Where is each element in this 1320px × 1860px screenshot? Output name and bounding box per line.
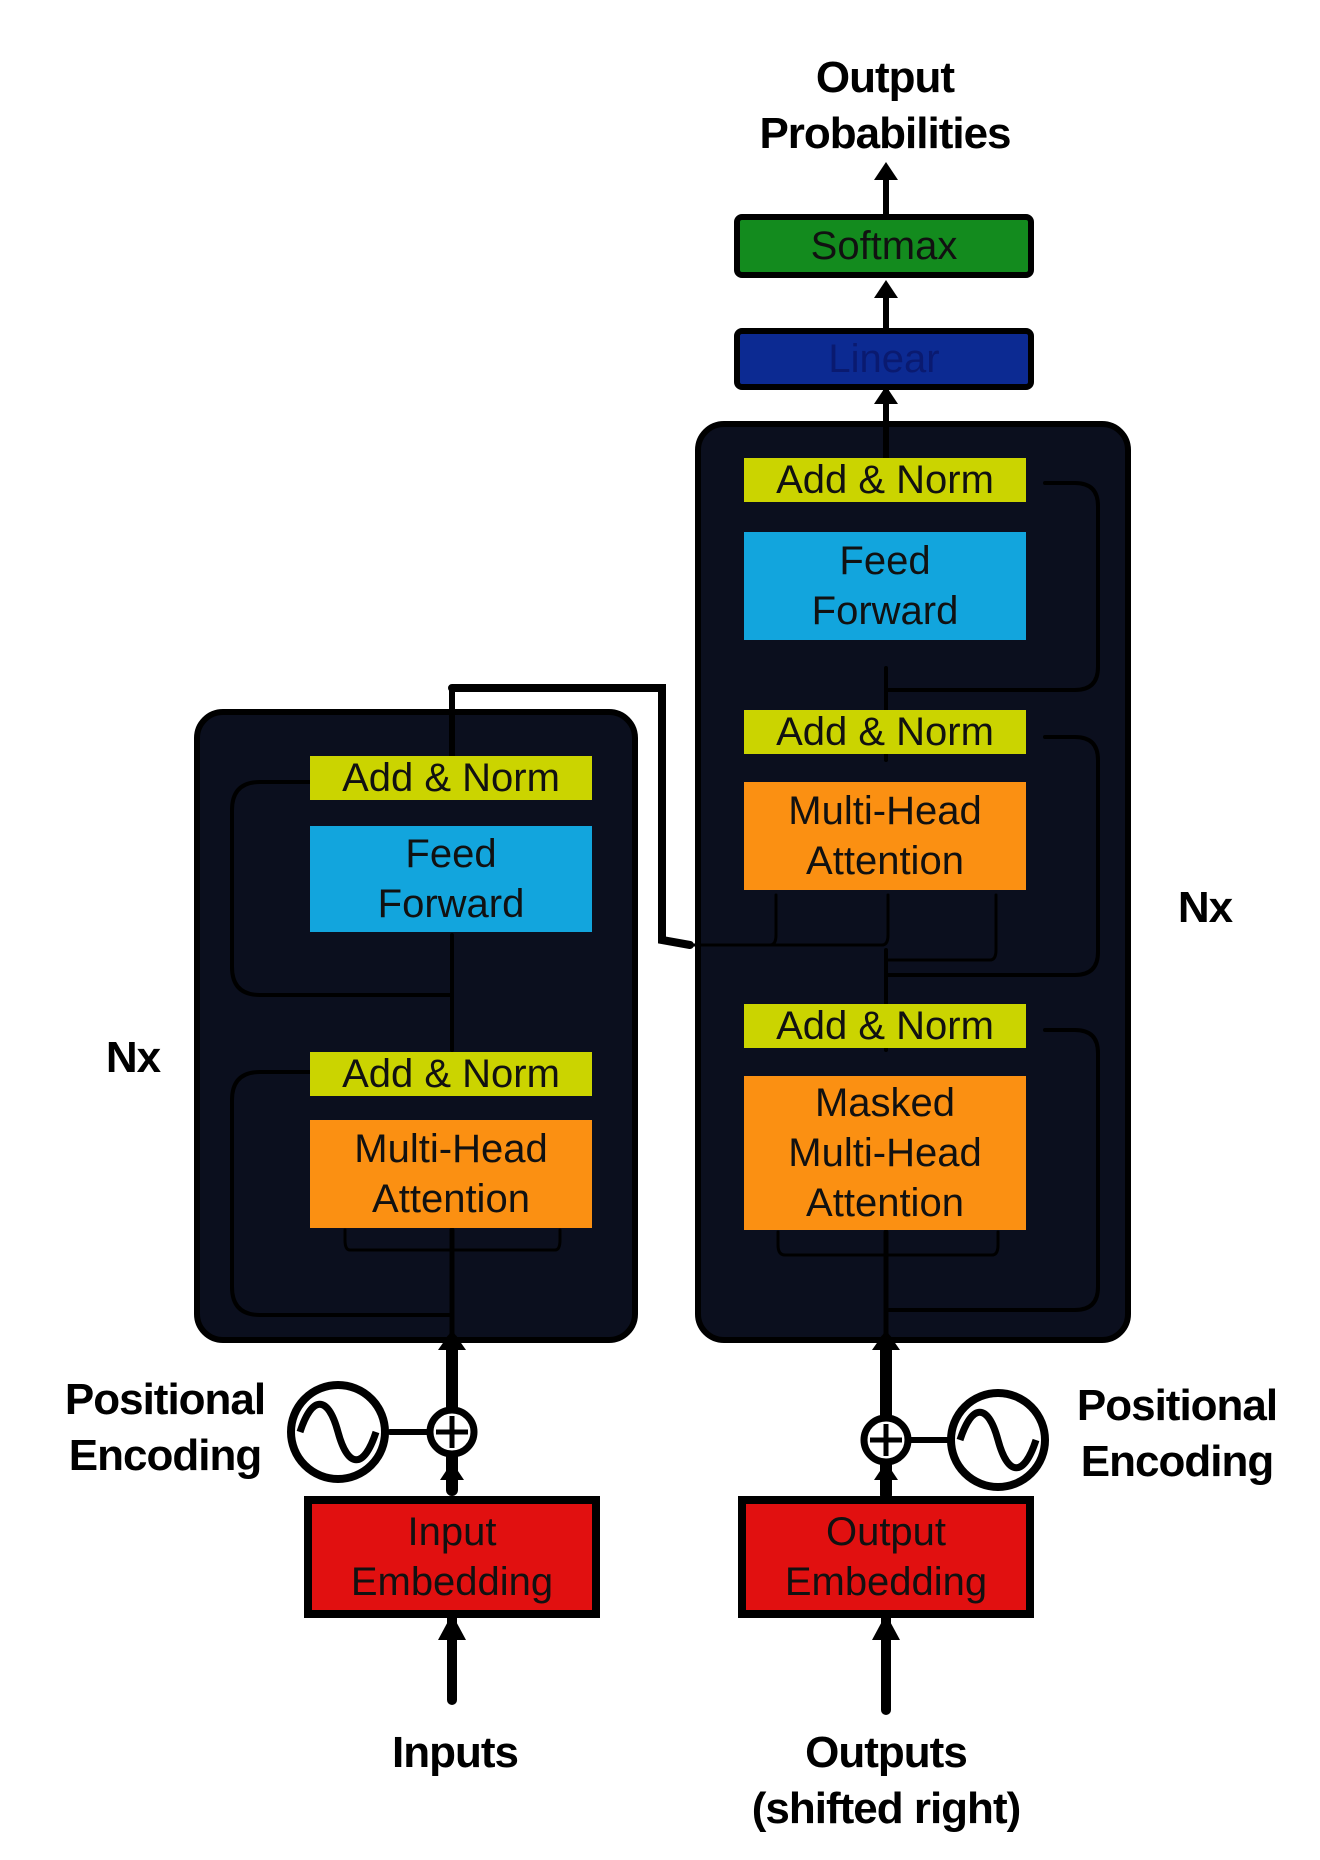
- encoder-multi-head-attention: Multi-Head Attention: [310, 1120, 592, 1228]
- outputs-label: Outputs (shifted right): [751, 1728, 1022, 1833]
- output-probabilities-label: Output Probabilities: [759, 53, 1011, 158]
- output-embedding-block: Output Embedding: [740, 1498, 1032, 1616]
- softmax-block: Softmax: [734, 214, 1034, 278]
- decoder-masked-multi-head-attention: Masked Multi-Head Attention: [744, 1076, 1026, 1230]
- inputs-label: Inputs: [392, 1728, 519, 1777]
- decoder-feed-forward: Feed Forward: [744, 532, 1026, 640]
- encoder-add-norm-bottom: Add & Norm: [310, 1052, 592, 1096]
- positional-encoding-right-label: Positional Encoding: [1076, 1381, 1278, 1486]
- decoder-add-norm-middle: Add & Norm: [744, 710, 1026, 754]
- decoder-add-norm-bottom: Add & Norm: [744, 1004, 1026, 1048]
- positional-encoding-left-label: Positional Encoding: [64, 1375, 266, 1480]
- input-embedding-block: Input Embedding: [306, 1498, 598, 1616]
- encoder-repeat-label: Nx: [105, 1033, 161, 1082]
- encoder-add-norm-top: Add & Norm: [310, 756, 592, 800]
- encoder-to-decoder: [448, 684, 694, 949]
- decoder-multi-head-attention: Multi-Head Attention: [744, 782, 1026, 890]
- linear-block: Linear: [734, 328, 1034, 390]
- decoder-repeat-label: Nx: [1177, 883, 1233, 932]
- encoder-feed-forward: Feed Forward: [310, 826, 592, 932]
- encoder-stack: [194, 709, 638, 1343]
- positional-encoding-left-icon: [287, 1381, 389, 1483]
- positional-encoding-right-icon: [947, 1389, 1049, 1491]
- decoder-add-norm-top: Add & Norm: [744, 458, 1026, 502]
